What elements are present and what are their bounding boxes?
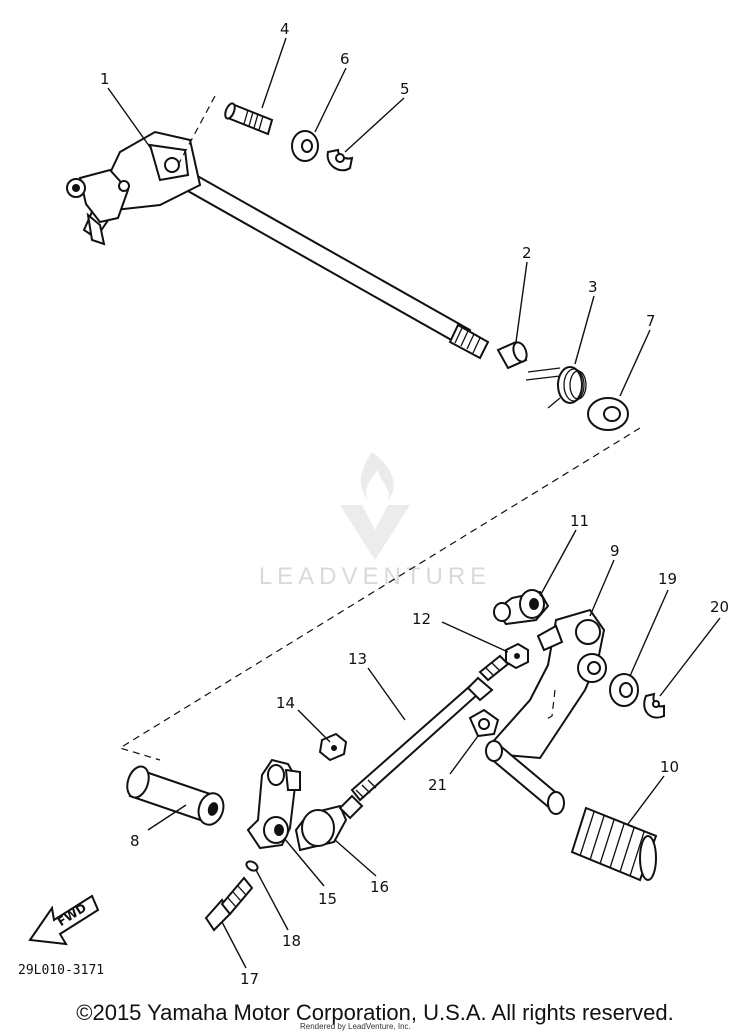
shift-shaft-assembly [66, 130, 490, 360]
part-7-washer [587, 397, 629, 431]
part-14-nut [318, 732, 348, 762]
part-number-15: 15 [318, 890, 337, 908]
part-4-stud-bolt [224, 102, 274, 136]
part-2-collar [496, 340, 528, 370]
part-number-18: 18 [282, 932, 301, 950]
part-15-shift-arm [246, 758, 301, 850]
part-number-5: 5 [400, 80, 410, 98]
part-number-14: 14 [276, 694, 295, 712]
part-21-washer [468, 708, 500, 738]
part-10-pedal-rubber [485, 740, 658, 882]
part-number-12: 12 [412, 610, 431, 628]
part-19-washer [609, 673, 639, 707]
fwd-arrow-icon [28, 894, 100, 946]
watermark-text: LEADVENTURE [259, 563, 491, 590]
part-number-19: 19 [658, 570, 677, 588]
part-18-lock-washer [245, 860, 259, 872]
leadventure-watermark-logo [340, 452, 410, 560]
part-number-8: 8 [130, 832, 140, 850]
part-5-circlip [326, 148, 354, 172]
part-17-bolt [204, 876, 254, 932]
part-number-7: 7 [646, 312, 656, 330]
part-11-joint [493, 589, 550, 626]
part-number-4: 4 [280, 20, 290, 38]
part-number-20: 20 [710, 598, 729, 616]
part-number-11: 11 [570, 512, 589, 530]
part-number-10: 10 [660, 758, 679, 776]
part-13-tie-rod [350, 654, 510, 802]
copyright-notice: ©2015 Yamaha Motor Corporation, U.S.A. A… [76, 1000, 674, 1025]
part-8-rubber-sleeve [126, 765, 225, 826]
part-number-21: 21 [428, 776, 447, 794]
part-number-labels: 1 4 6 5 2 3 7 8 9 10 11 12 13 14 15 16 1… [100, 20, 729, 988]
part-number-2: 2 [522, 244, 532, 262]
part-6-washer [291, 130, 319, 162]
part-3-spring [525, 366, 587, 409]
alignment-line-4 [177, 95, 216, 166]
leader-lines [107, 37, 721, 969]
part-number-6: 6 [340, 50, 350, 68]
part-number-3: 3 [588, 278, 598, 296]
part-20-circlip [643, 692, 665, 719]
rendered-by-credit: Rendered by LeadVenture, Inc. [300, 1022, 411, 1031]
part-9-shift-pedal [488, 608, 607, 760]
part-12-nut [505, 642, 529, 670]
part-number-17: 17 [240, 970, 259, 988]
part-number-1: 1 [100, 70, 110, 88]
part-number-16: 16 [370, 878, 389, 896]
diagram-code: 29L010-3171 [18, 963, 104, 978]
part-16-joint [294, 794, 364, 852]
part-number-13: 13 [348, 650, 367, 668]
alignment-line-main [118, 427, 641, 761]
part-number-9: 9 [610, 542, 620, 560]
